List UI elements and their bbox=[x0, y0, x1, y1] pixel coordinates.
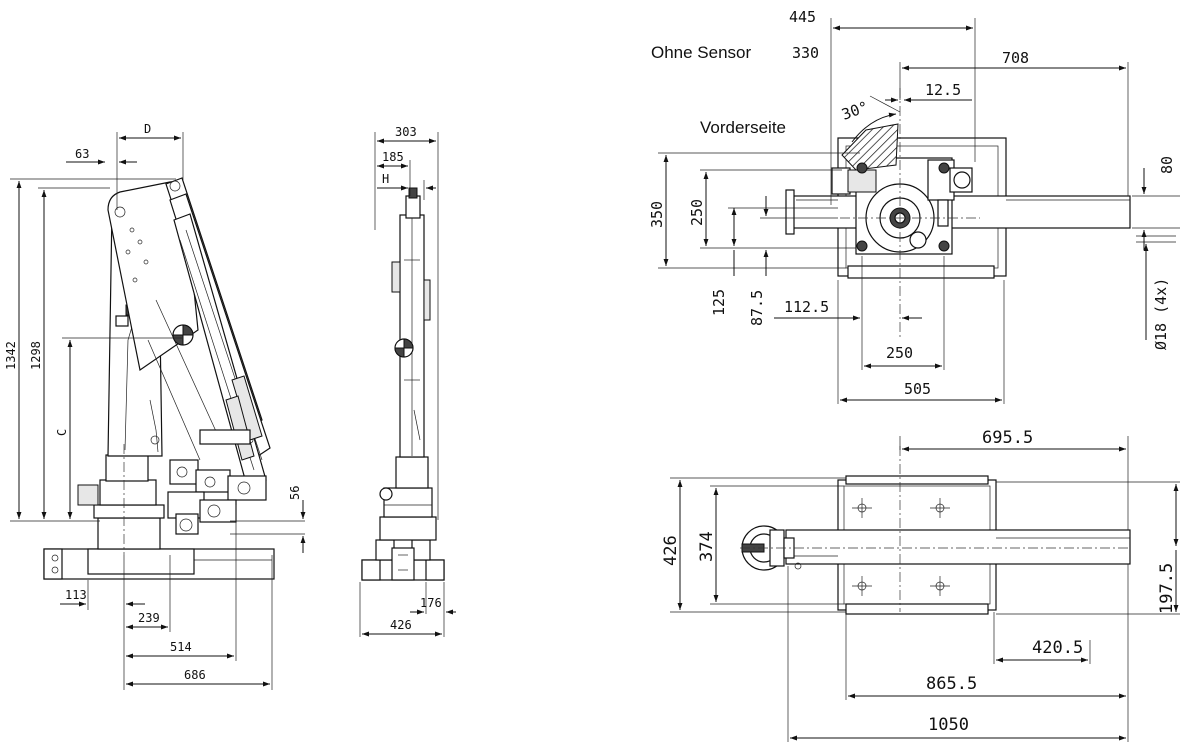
base-extension-lines bbox=[670, 436, 1180, 742]
dim-C: C bbox=[55, 340, 73, 519]
dim-12-5: 12.5 bbox=[885, 81, 972, 103]
svg-text:445: 445 bbox=[789, 8, 816, 26]
dim-865-5: 865.5 bbox=[848, 674, 1126, 699]
svg-text:303: 303 bbox=[395, 125, 417, 139]
svg-text:113: 113 bbox=[65, 588, 87, 602]
top-hydraulics bbox=[831, 159, 973, 227]
dim-63: 63 bbox=[66, 147, 137, 165]
dim-112-5: 112.5 bbox=[774, 298, 922, 321]
top-view: Ohne Sensor Vorderseite 445 330 708 12.5… bbox=[648, 8, 1180, 404]
svg-text:250: 250 bbox=[886, 344, 913, 362]
svg-text:125: 125 bbox=[710, 289, 728, 316]
svg-text:1298: 1298 bbox=[29, 341, 43, 370]
svg-text:330: 330 bbox=[792, 44, 819, 62]
svg-text:H: H bbox=[382, 172, 389, 186]
vorderseite-label: Vorderseite bbox=[700, 118, 786, 137]
svg-text:695.5: 695.5 bbox=[982, 428, 1033, 448]
dim-185: 185 bbox=[377, 150, 408, 169]
side-pedestal bbox=[77, 454, 165, 550]
ohne-sensor-label: Ohne Sensor bbox=[651, 43, 752, 62]
dim-708: 708 bbox=[902, 49, 1126, 71]
top-extension-lines bbox=[658, 18, 1180, 404]
dim-176: 176 bbox=[410, 596, 456, 615]
dim-239: 239 bbox=[126, 611, 168, 630]
svg-text:87.5: 87.5 bbox=[748, 290, 766, 326]
dim-1342: 1342 bbox=[4, 181, 22, 519]
front-extension-lines bbox=[359, 132, 445, 637]
svg-text:63: 63 bbox=[75, 147, 89, 161]
svg-text:514: 514 bbox=[170, 640, 192, 654]
front-base bbox=[361, 539, 445, 581]
dim-H: H bbox=[377, 172, 436, 191]
dim-1050: 1050 bbox=[790, 715, 1126, 741]
base-holes bbox=[852, 498, 950, 596]
dim-87-5: 87.5 bbox=[748, 196, 769, 326]
svg-text:197.5: 197.5 bbox=[1157, 563, 1177, 614]
dim-686: 686 bbox=[126, 668, 270, 687]
svg-text:176: 176 bbox=[420, 596, 442, 610]
side-boom-head bbox=[167, 459, 267, 535]
dim-250-horizontal: 250 bbox=[864, 344, 942, 369]
top-hatched-sector bbox=[841, 123, 899, 171]
side-extension-lines bbox=[10, 132, 305, 690]
front-view: 303 185 H 176 426 bbox=[359, 125, 456, 637]
svg-text:505: 505 bbox=[904, 380, 931, 398]
dim-426-front: 426 bbox=[362, 618, 442, 637]
svg-text:239: 239 bbox=[138, 611, 160, 625]
side-base-beam bbox=[43, 548, 275, 580]
base-beam bbox=[785, 529, 1131, 565]
dim-505: 505 bbox=[840, 380, 1002, 403]
side-cog-symbol bbox=[172, 324, 194, 346]
base-centerlines bbox=[740, 446, 1130, 612]
svg-text:708: 708 bbox=[1002, 49, 1029, 67]
top-centerlines bbox=[840, 88, 980, 340]
svg-text:80: 80 bbox=[1158, 156, 1176, 174]
front-pedestal bbox=[379, 456, 437, 541]
svg-text:Ø18 (4x): Ø18 (4x) bbox=[1152, 278, 1170, 350]
svg-text:865.5: 865.5 bbox=[926, 674, 977, 694]
svg-text:D: D bbox=[144, 122, 151, 136]
svg-text:30°: 30° bbox=[839, 98, 871, 124]
dim-695-5: 695.5 bbox=[902, 428, 1126, 452]
dim-113: 113 bbox=[60, 588, 145, 607]
dim-D: D bbox=[119, 122, 181, 141]
top-beam bbox=[785, 189, 1131, 235]
svg-text:12.5: 12.5 bbox=[925, 81, 961, 99]
dim-1298: 1298 bbox=[29, 190, 47, 519]
dim-350: 350 bbox=[648, 155, 669, 266]
dim-514: 514 bbox=[126, 640, 234, 659]
svg-text:350: 350 bbox=[648, 201, 666, 228]
dim-426-base: 426 bbox=[661, 480, 683, 610]
dim-197-5: 197.5 bbox=[1157, 484, 1179, 614]
dim-18-4x: Ø18 (4x) bbox=[1143, 244, 1170, 350]
top-mount-bolts bbox=[856, 162, 950, 252]
dim-250-vertical: 250 bbox=[688, 172, 709, 246]
svg-text:185: 185 bbox=[382, 150, 404, 164]
svg-text:56: 56 bbox=[288, 486, 302, 500]
base-view: 695.5 426 374 197.5 420.5 865.5 1050 bbox=[661, 428, 1180, 742]
dim-125: 125 bbox=[710, 208, 737, 316]
dim-303: 303 bbox=[377, 125, 436, 144]
dim-80: 80 bbox=[1141, 156, 1176, 250]
svg-text:426: 426 bbox=[661, 535, 681, 566]
svg-text:112.5: 112.5 bbox=[784, 298, 829, 316]
dim-445: 445 bbox=[789, 8, 973, 31]
dim-420-5: 420.5 bbox=[996, 638, 1088, 663]
svg-text:420.5: 420.5 bbox=[1032, 638, 1083, 658]
side-cylinders bbox=[199, 375, 263, 461]
svg-text:250: 250 bbox=[688, 199, 706, 226]
svg-text:1342: 1342 bbox=[4, 341, 18, 370]
side-view: 63 D 1342 1298 C 56 bbox=[4, 122, 306, 690]
svg-text:686: 686 bbox=[184, 668, 206, 682]
svg-text:426: 426 bbox=[390, 618, 412, 632]
dim-374: 374 bbox=[697, 488, 719, 602]
svg-text:374: 374 bbox=[697, 531, 717, 562]
top-labels: Ohne Sensor Vorderseite bbox=[651, 43, 786, 137]
dim-56: 56 bbox=[288, 486, 306, 553]
front-column bbox=[391, 187, 431, 458]
svg-text:1050: 1050 bbox=[928, 715, 969, 735]
dim-330: 330 bbox=[792, 44, 819, 62]
svg-text:C: C bbox=[55, 429, 69, 436]
